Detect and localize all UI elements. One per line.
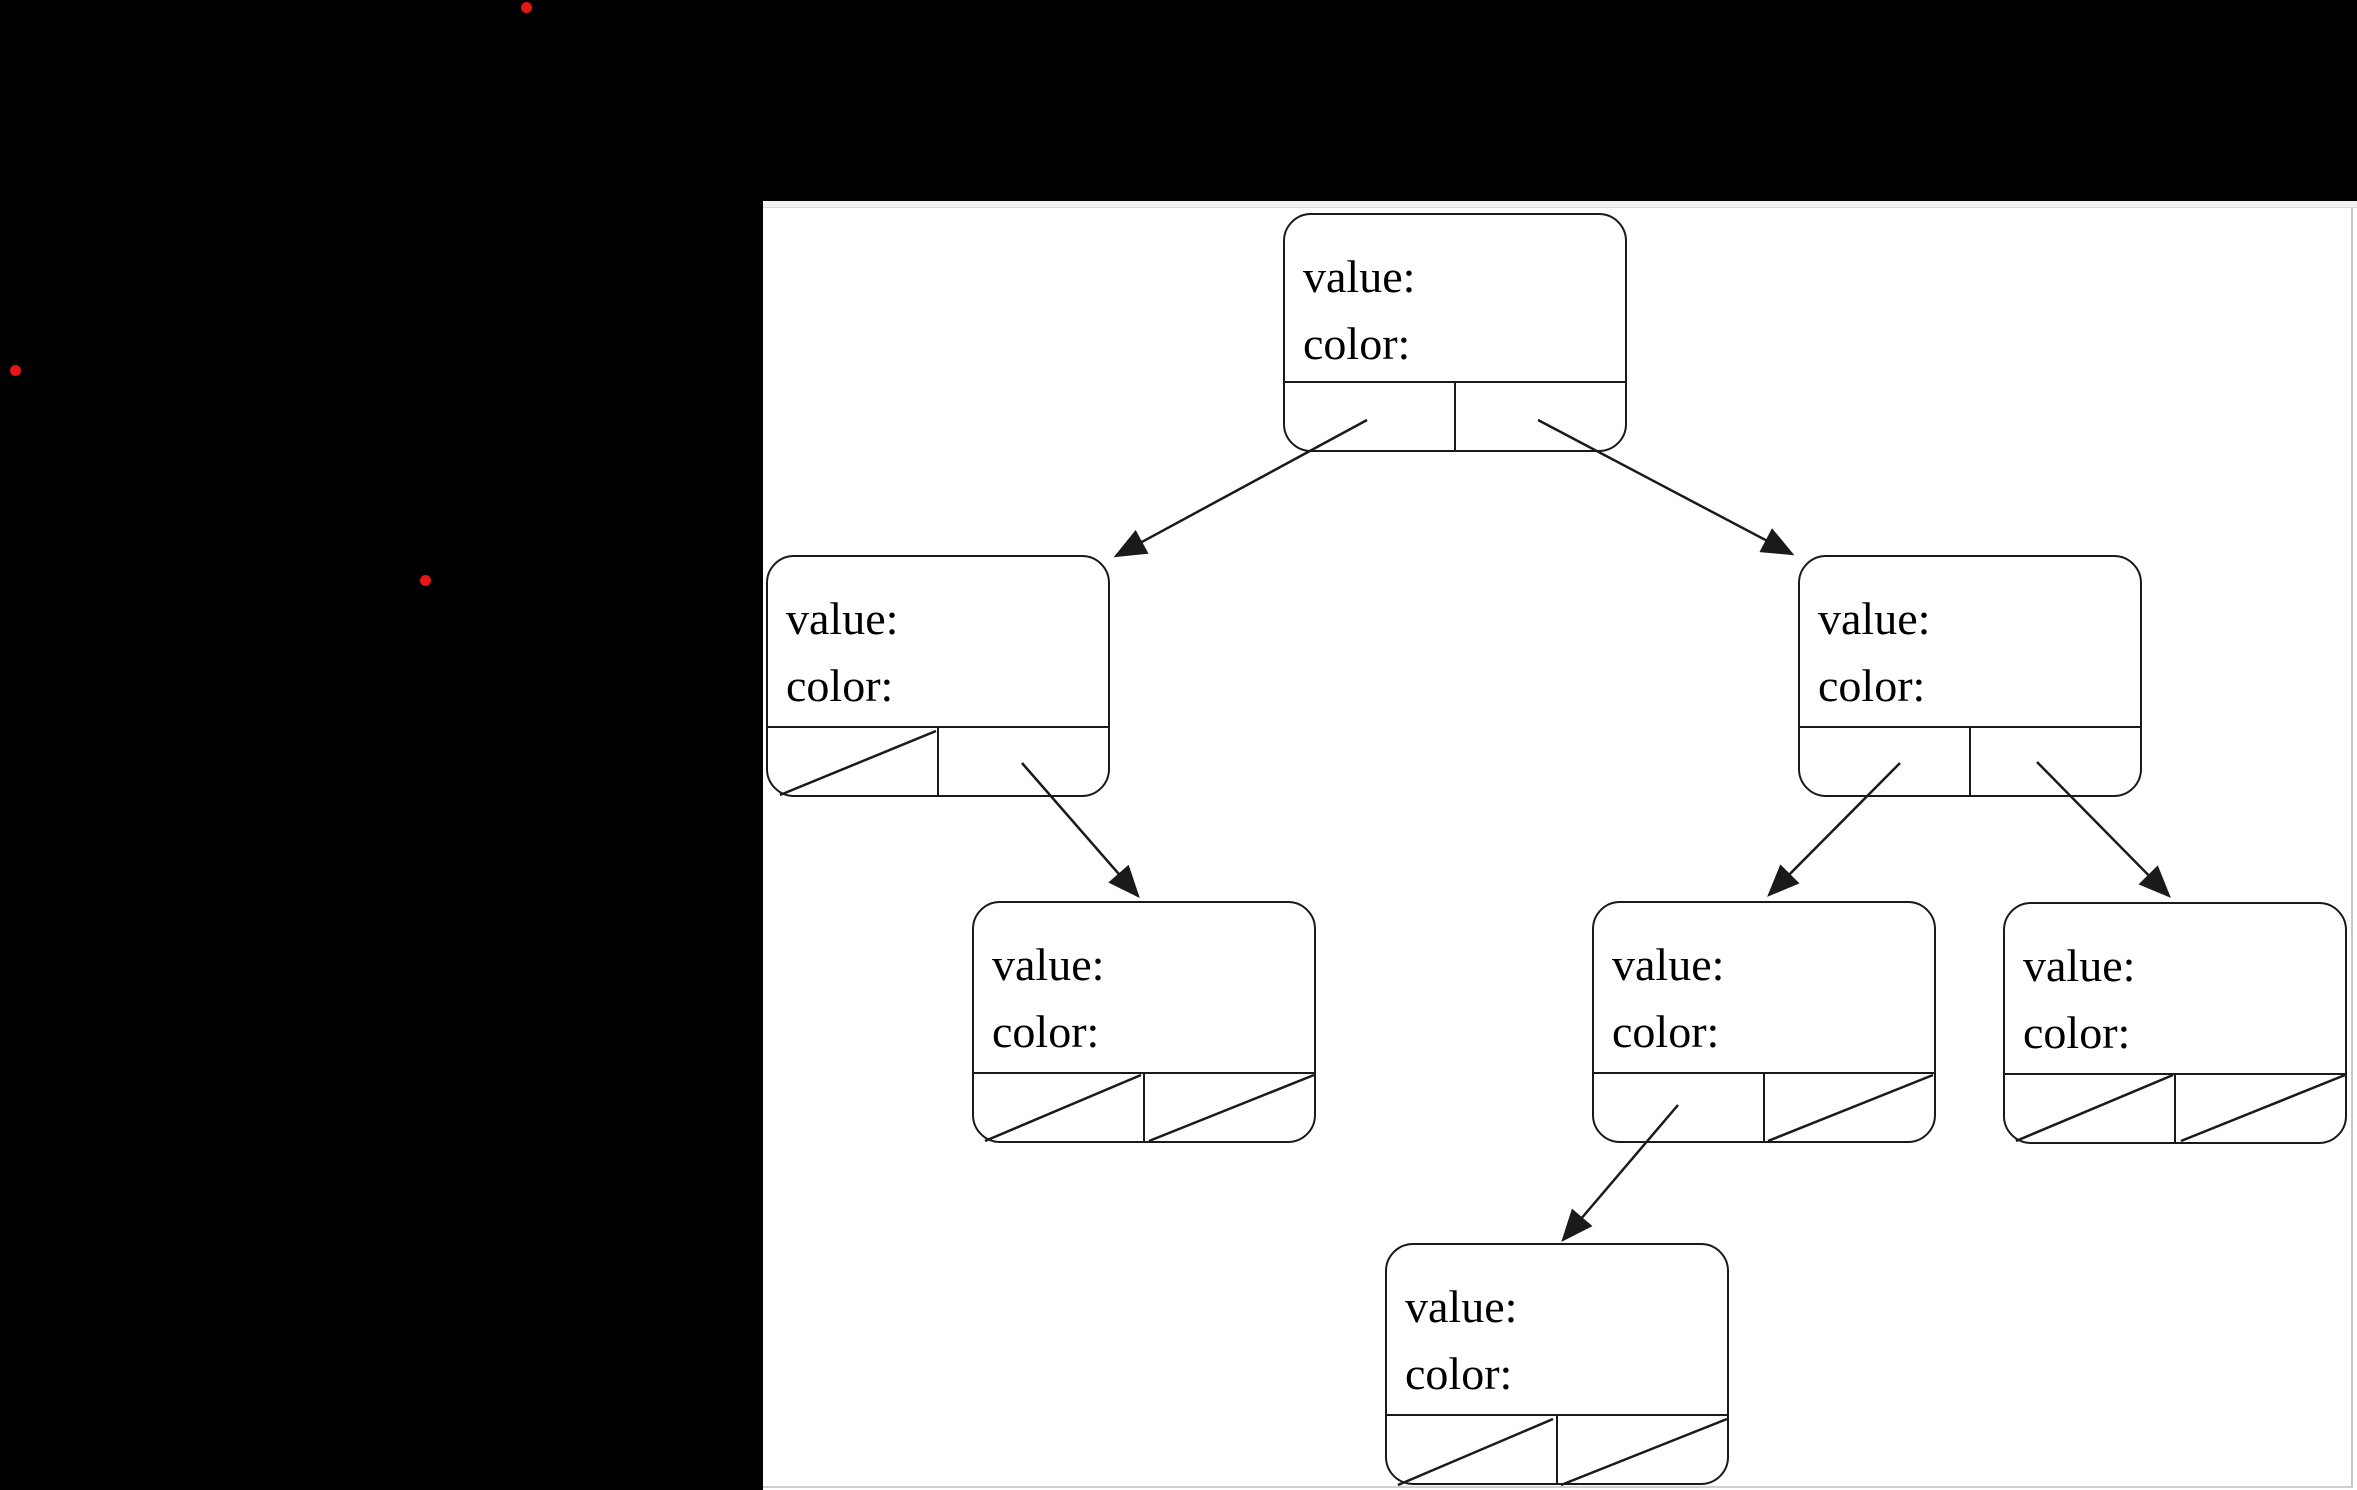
right-pointer-cell-null: [1558, 1416, 1727, 1483]
node-color-label: color:: [786, 660, 894, 711]
left-pointer-cell: [1800, 728, 1971, 795]
tree-node-left-right-child: value: color:: [972, 901, 1316, 1143]
page-bottom-edge: [763, 1486, 2353, 1488]
left-pointer-cell: [1285, 383, 1456, 450]
tree-node-right-child: value: color:: [1798, 555, 2142, 797]
right-pointer-cell-null: [1145, 1074, 1314, 1141]
right-pointer-cell-null: [2176, 1075, 2345, 1142]
node-color-label: color:: [2023, 1007, 2131, 1058]
node-fields: value: color:: [768, 557, 1108, 726]
node-pointer-row: [1594, 1072, 1934, 1141]
node-fields: value: color:: [1800, 557, 2140, 726]
node-color-label: color:: [1818, 660, 1926, 711]
right-pointer-cell: [939, 728, 1108, 795]
red-annotation-dot: [420, 575, 431, 586]
tree-node-right-left-child: value: color:: [1592, 901, 1936, 1143]
tree-node-left-child: value: color:: [766, 555, 1110, 797]
left-pointer-cell-null: [768, 728, 939, 795]
node-fields: value: color:: [2005, 904, 2345, 1073]
node-color-label: color:: [1405, 1348, 1513, 1399]
red-annotation-dot: [521, 2, 532, 13]
right-pointer-cell: [1971, 728, 2140, 795]
node-pointer-row: [768, 726, 1108, 795]
node-pointer-row: [1800, 726, 2140, 795]
node-value-label: value:: [1818, 593, 1931, 644]
node-pointer-row: [1285, 381, 1625, 450]
left-pointer-cell-null: [1387, 1416, 1558, 1483]
red-annotation-dot: [10, 365, 21, 376]
node-color-label: color:: [992, 1006, 1100, 1057]
node-value-label: value:: [1405, 1281, 1518, 1332]
node-value-label: value:: [786, 593, 899, 644]
node-fields: value: color:: [1387, 1245, 1727, 1414]
left-pointer-cell-null: [974, 1074, 1145, 1141]
left-pointer-cell: [1594, 1074, 1765, 1141]
right-pointer-cell-null: [1765, 1074, 1934, 1141]
node-value-label: value:: [992, 939, 1105, 990]
node-value-label: value:: [1612, 939, 1725, 990]
node-value-label: value:: [2023, 940, 2136, 991]
node-pointer-row: [2005, 1073, 2345, 1142]
right-pointer-cell: [1456, 383, 1625, 450]
tree-node-right-left-left-child: value: color:: [1385, 1243, 1729, 1485]
node-pointer-row: [1387, 1414, 1727, 1483]
node-pointer-row: [974, 1072, 1314, 1141]
node-value-label: value:: [1303, 251, 1416, 302]
node-fields: value: color:: [974, 903, 1314, 1072]
left-pointer-cell-null: [2005, 1075, 2176, 1142]
node-fields: value: color:: [1594, 903, 1934, 1072]
page-right-edge: [2351, 208, 2353, 1486]
tree-node-root: value: color:: [1283, 213, 1627, 452]
node-fields: value: color:: [1285, 215, 1625, 381]
page-top-edge: [763, 201, 2357, 208]
node-color-label: color:: [1612, 1006, 1720, 1057]
node-color-label: color:: [1303, 318, 1411, 369]
tree-node-right-right-child: value: color:: [2003, 902, 2347, 1144]
